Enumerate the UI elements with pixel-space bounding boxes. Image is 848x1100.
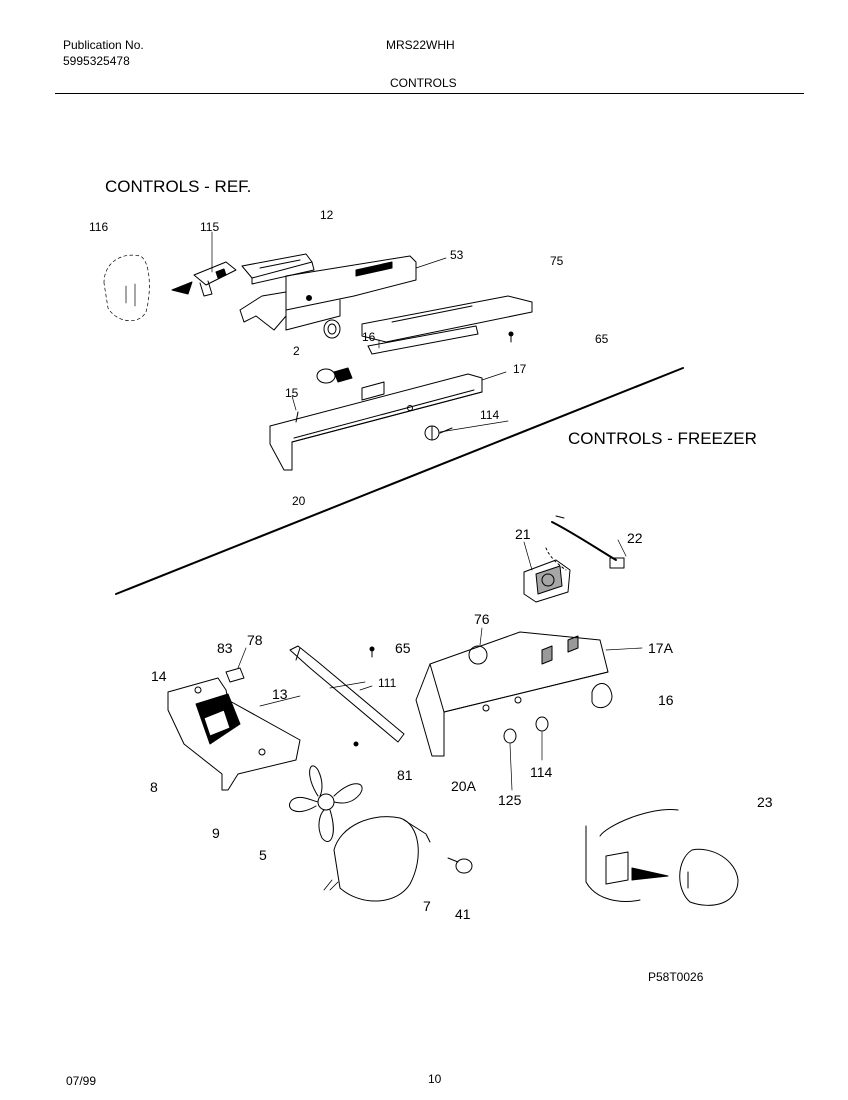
callout-65-freezer: 65 [395,640,411,656]
callout-78: 78 [247,632,263,648]
callout-7: 7 [423,898,431,914]
thermostat-knob-part [424,425,453,441]
knob-125-part [503,728,517,791]
screw-81-part [353,741,359,747]
callout-13: 13 [272,686,288,702]
callout-41: 41 [455,906,471,922]
callout-65: 65 [595,332,609,346]
clip-part [225,667,245,683]
callout-5: 5 [259,847,267,863]
callout-14: 14 [151,668,167,684]
ref-section-title: CONTROLS - REF. [105,177,252,196]
freezer-knob-part [468,627,488,665]
header-rule [55,93,804,94]
publication-label: Publication No. [63,38,144,52]
callout-17: 17 [513,362,527,376]
light-switch-part [171,261,237,297]
callout-20a: 20A [451,778,476,794]
freezer-leader-lines [237,539,643,707]
freezer-control-housing-part [415,631,609,757]
callout-115: 115 [200,220,220,234]
callout-17a: 17A [648,640,673,656]
callout-81: 81 [397,767,413,783]
knob-114-part [535,716,549,761]
damper-assembly-part [585,808,739,906]
page-section-title: CONTROLS [390,76,457,90]
callout-23: 23 [757,794,773,810]
callout-125: 125 [498,792,522,808]
callout-16: 16 [362,330,376,344]
sensor-tube-part [551,515,625,569]
callout-2: 2 [293,344,300,358]
callout-111: 111 [378,676,397,690]
screw-part-freezer [369,646,375,658]
control-housing-part [239,255,417,331]
callout-114: 114 [480,408,500,422]
screw-part [508,331,514,343]
callout-8: 8 [150,779,158,795]
footer-date: 07/99 [66,1074,97,1088]
grommet-part [447,857,473,874]
callout-20: 20 [292,494,306,508]
diagram-code: P58T0026 [648,970,704,984]
callout-9: 9 [212,825,220,841]
publication-number: 5995325478 [63,54,130,68]
model-number: MRS22WHH [386,38,455,52]
callout-22: 22 [627,530,643,546]
control-cover-part [241,253,315,285]
freezer-control-part [523,547,571,603]
freezer-section-title: CONTROLS - FREEZER [568,429,757,448]
callout-114-freezer: 114 [530,764,553,780]
ref-leader-lines [211,231,509,433]
control-panel-front-part [269,373,483,471]
light-bulb-part [316,367,353,384]
fan-shroud-part [323,816,431,902]
page-number: 10 [428,1072,442,1086]
fan-blade-part [289,765,363,842]
callout-21: 21 [515,526,531,542]
callout-83: 83 [217,640,233,656]
light-shield-part [103,254,150,321]
callout-12: 12 [320,208,334,222]
fan-motor-bracket-part [167,677,301,791]
callout-53: 53 [450,248,464,262]
callout-16-freezer: 16 [658,692,674,708]
callout-116: 116 [89,220,109,234]
control-knob-part [323,319,341,339]
mounting-bracket-part [289,645,405,743]
callout-76: 76 [474,611,490,627]
section-divider-line [115,367,684,595]
air-duct-part [361,295,533,355]
callout-75: 75 [550,254,564,268]
damper-cover-part [591,683,613,709]
callout-15: 15 [285,386,299,400]
